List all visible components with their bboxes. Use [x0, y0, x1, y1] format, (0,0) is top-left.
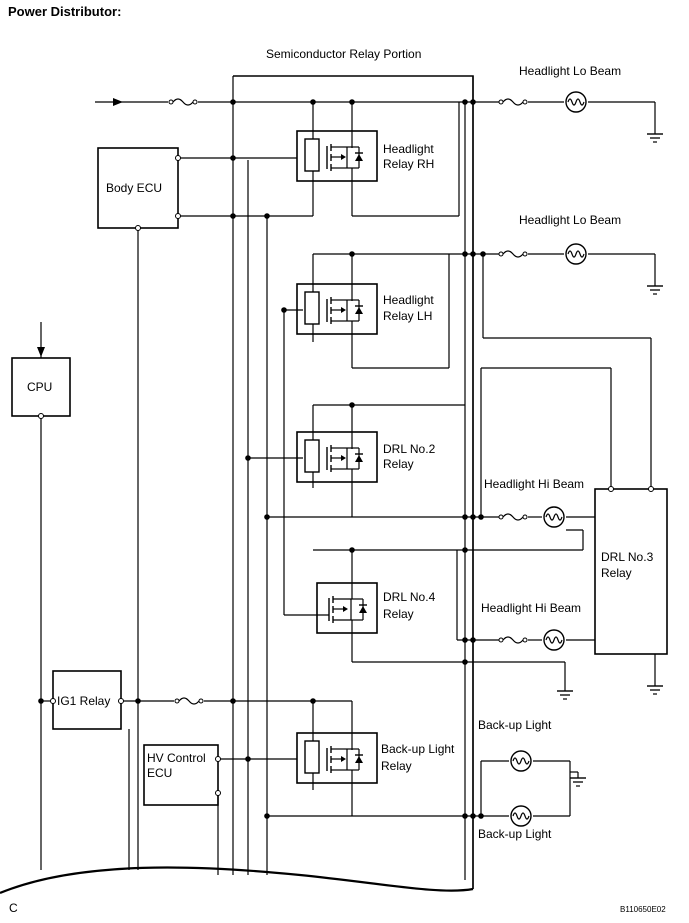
headlight-relay-rh-label-2: Relay RH — [383, 157, 434, 171]
hv-control-ecu-label-2: ECU — [147, 766, 172, 780]
ig1-relay-label: IG1 Relay — [57, 694, 110, 708]
headlight-relay-rh-label-1: Headlight — [383, 142, 434, 156]
page-title: Power Distributor: — [8, 4, 121, 19]
headlight-lo-beam-1-label: Headlight Lo Beam — [519, 64, 621, 78]
drl-no4-relay-label-1: DRL No.4 — [383, 590, 436, 604]
semiconductor-relay-portion-label: Semiconductor Relay Portion — [266, 47, 421, 61]
headlight-hi-beam-1-label: Headlight Hi Beam — [484, 477, 584, 491]
hv-control-ecu-box — [143, 744, 219, 806]
headlight-lo-beam-2-label: Headlight Lo Beam — [519, 213, 621, 227]
headlight-lo-beam-1-lamp — [565, 91, 587, 113]
backup-light-relay — [296, 732, 378, 784]
drl-no2-relay-label-1: DRL No.2 — [383, 442, 436, 456]
cpu-box — [11, 357, 71, 417]
backup-light-2-label: Back-up Light — [478, 827, 552, 841]
hv-control-ecu-label-1: HV Control — [147, 751, 206, 765]
corner-letter: C — [9, 901, 18, 915]
headlight-hi-beam-1-lamp — [543, 506, 565, 528]
drl-no3-relay-box — [594, 488, 668, 655]
headlight-relay-rh — [296, 130, 378, 182]
backup-light-relay-label-2: Relay — [381, 759, 412, 773]
drl-no3-relay-label-1: DRL No.3 — [601, 550, 654, 564]
headlight-hi-beam-2-label: Headlight Hi Beam — [481, 601, 581, 615]
headlight-relay-lh-label-1: Headlight — [383, 293, 434, 307]
cpu-label: CPU — [27, 380, 52, 394]
headlight-hi-beam-2-lamp — [543, 629, 565, 651]
drl-no4-relay-label-2: Relay — [383, 607, 414, 621]
drl-no3-relay-label-2: Relay — [601, 566, 632, 580]
figure-code: B110650E02 — [620, 905, 666, 914]
headlight-relay-lh-label-2: Relay LH — [383, 309, 432, 323]
drl-no2-relay — [296, 431, 378, 483]
backup-light-1-lamp — [510, 750, 532, 772]
drl-no4-relay — [316, 582, 378, 634]
backup-light-1-label: Back-up Light — [478, 718, 552, 732]
headlight-relay-lh — [296, 283, 378, 335]
drl-no2-relay-label-2: Relay — [383, 457, 414, 471]
backup-light-2-lamp — [510, 805, 532, 827]
body-ecu-label: Body ECU — [106, 181, 162, 195]
cut-edge — [0, 866, 474, 895]
backup-light-relay-label-1: Back-up Light — [381, 742, 455, 756]
headlight-lo-beam-2-lamp — [565, 243, 587, 265]
